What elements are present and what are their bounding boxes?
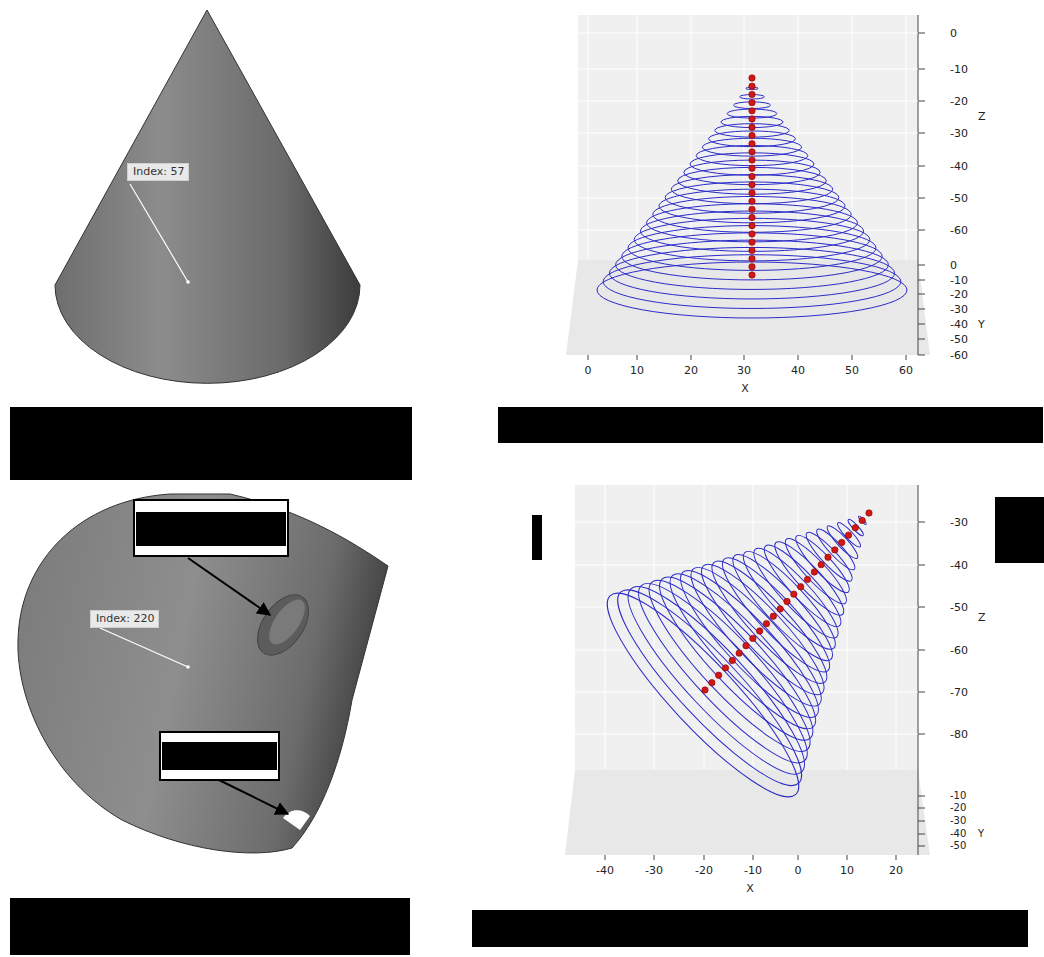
axis-label: -50 bbox=[950, 334, 968, 345]
axis-label: -40 bbox=[950, 319, 968, 330]
axis-label: 20 bbox=[684, 365, 698, 376]
redacted-caption bbox=[10, 898, 410, 955]
axis-label: -60 bbox=[950, 225, 968, 236]
axis-label: -60 bbox=[950, 350, 968, 361]
axis-label: -40 bbox=[596, 865, 614, 876]
axis-label: -30 bbox=[645, 865, 663, 876]
axis-label: -50 bbox=[950, 193, 968, 204]
axis-label: Z bbox=[978, 111, 986, 122]
axis-label: -30 bbox=[950, 128, 968, 139]
axis-label: -10 bbox=[744, 865, 762, 876]
plot-3d bbox=[566, 15, 930, 360]
axis-label: -20 bbox=[950, 803, 966, 813]
axis-label: -40 bbox=[950, 829, 966, 839]
rendered-deformed-cone bbox=[18, 494, 388, 853]
axis-label: 30 bbox=[737, 365, 751, 376]
axis-label: -20 bbox=[950, 289, 968, 300]
axis-label: 40 bbox=[791, 365, 805, 376]
axis-label: -40 bbox=[950, 161, 968, 172]
axis-label: 0 bbox=[950, 28, 957, 39]
axis-label: 0 bbox=[585, 365, 592, 376]
axis-label: -40 bbox=[950, 560, 968, 571]
index-tag: Index: 220 bbox=[90, 610, 159, 628]
axis-label: -10 bbox=[950, 64, 968, 75]
axis-label: -10 bbox=[950, 791, 966, 801]
axis-label: 0 bbox=[950, 260, 957, 271]
axis-label: -80 bbox=[950, 729, 968, 740]
axis-label: -10 bbox=[950, 275, 968, 286]
axis-label: -30 bbox=[950, 304, 968, 315]
axis-label: Y bbox=[978, 319, 985, 330]
axis-label: -50 bbox=[950, 841, 966, 851]
axis-label: 20 bbox=[889, 865, 903, 876]
axis-label: -50 bbox=[950, 602, 968, 613]
redacted-mark bbox=[995, 497, 1044, 563]
axis-label: -30 bbox=[950, 517, 968, 528]
axis-label: 0 bbox=[795, 865, 802, 876]
axis-label: 10 bbox=[630, 365, 644, 376]
axis-label: -70 bbox=[950, 687, 968, 698]
redacted-caption bbox=[10, 407, 412, 480]
axis-label: 10 bbox=[840, 865, 854, 876]
axis-label: -60 bbox=[950, 645, 968, 656]
redacted-caption bbox=[472, 910, 1028, 947]
axis-label: X bbox=[741, 383, 749, 394]
axis-label: 60 bbox=[899, 365, 913, 376]
index-label: Index: 57 bbox=[133, 165, 183, 178]
axis-label: -20 bbox=[950, 96, 968, 107]
plot-3d bbox=[565, 485, 930, 860]
rendered-cone bbox=[55, 10, 360, 383]
axis-label: Y bbox=[978, 829, 984, 839]
index-label: Index: 220 bbox=[96, 612, 153, 625]
axis-label: Z bbox=[978, 612, 986, 623]
index-tag: Index: 57 bbox=[127, 163, 189, 181]
axis-label: -30 bbox=[950, 816, 966, 826]
axis-label: 50 bbox=[845, 365, 859, 376]
axis-label: -20 bbox=[695, 865, 713, 876]
redacted-mark bbox=[532, 515, 542, 560]
redacted-caption bbox=[498, 407, 1043, 443]
axis-label: X bbox=[746, 883, 754, 894]
